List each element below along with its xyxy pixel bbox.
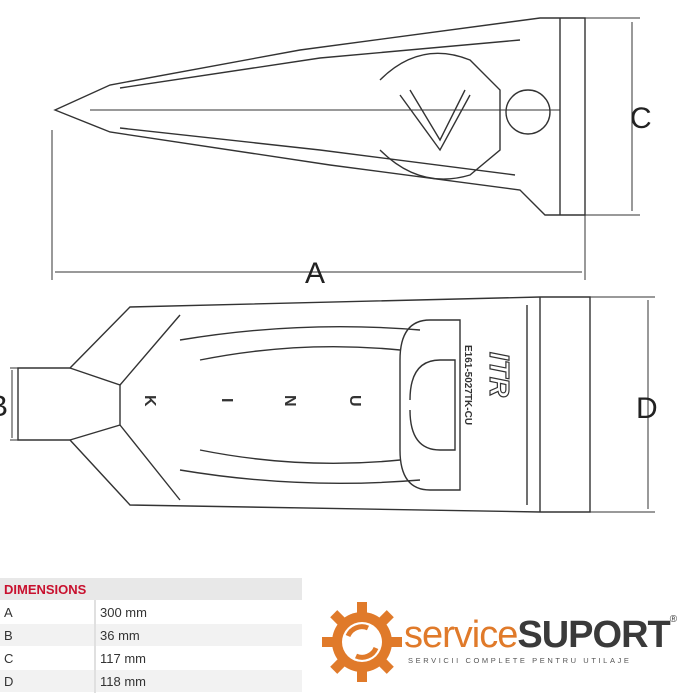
servicesuport-logo: serviceSUPORT® SERVICII COMPLETE PENTRU … [322, 600, 692, 684]
pin-hole [505, 89, 551, 135]
brand-mark: ITR [484, 352, 515, 398]
part-number: E161-5027TK-CU [462, 345, 473, 425]
brand-name: serviceSUPORT® [404, 614, 677, 656]
side-view [51, 17, 640, 280]
table-title: DIMENSIONS [0, 578, 302, 601]
brand-tagline: SERVICII COMPLETE PENTRU UTILAJE [408, 656, 632, 665]
dim-label-a: A [305, 257, 325, 290]
tooth-letter: I [218, 398, 235, 402]
tooth-technical-drawing: A B C D K I N U ITR E161-5027TK-CU [0, 17, 658, 513]
dim-label-d: D [636, 392, 658, 425]
top-view [10, 296, 655, 513]
tooth-letter: K [141, 395, 158, 407]
tooth-letter: N [281, 395, 298, 407]
dim-label-b: B [0, 390, 8, 423]
gear-icon [322, 602, 402, 682]
dim-label-c: C [630, 102, 652, 135]
tooth-letter: U [346, 395, 363, 407]
